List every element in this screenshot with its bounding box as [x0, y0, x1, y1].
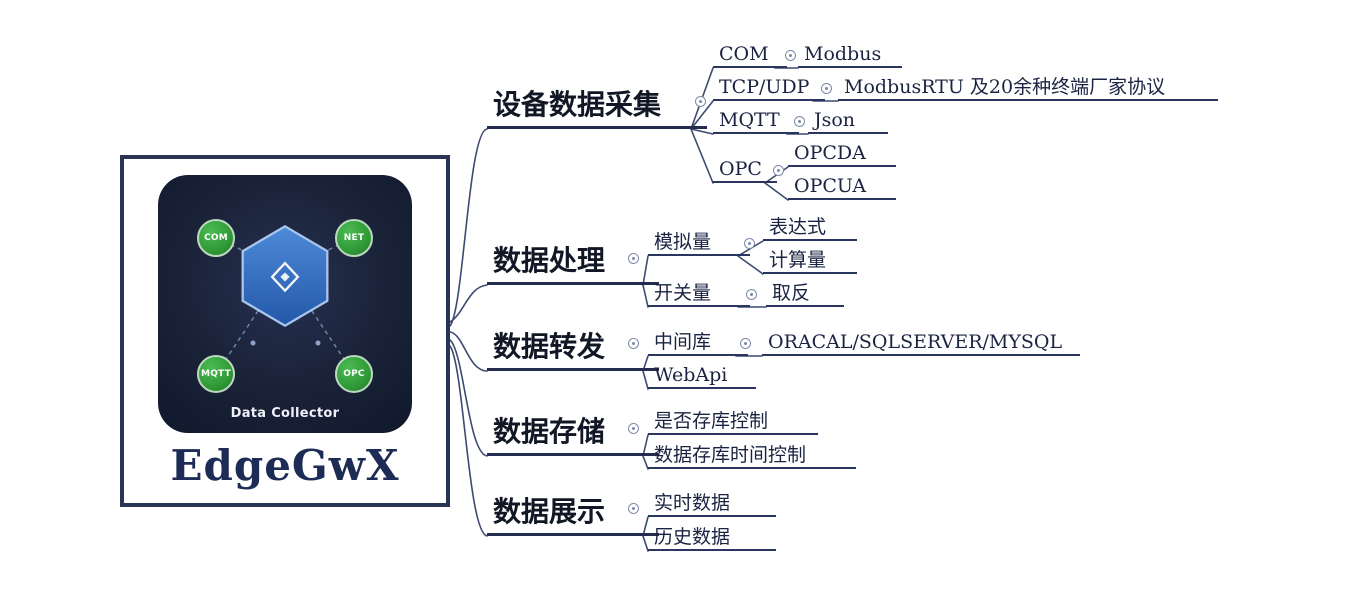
topic-tcp-udp[interactable]: TCP/UDP — [713, 76, 825, 101]
net-badge: NET — [335, 219, 373, 257]
collapse-marker-mqtt[interactable] — [794, 116, 805, 127]
topic-webapi[interactable]: WebApi — [648, 364, 756, 389]
topic-device-data-collection[interactable]: 设备数据采集 — [487, 88, 707, 129]
root-topic[interactable]: COM NET MQTT OPC Data Collector EdgeGwX — [120, 155, 450, 507]
topic-realtime-data[interactable]: 实时数据 — [648, 492, 776, 517]
topic-com[interactable]: COM — [713, 43, 787, 68]
topic-opcda[interactable]: OPCDA — [788, 142, 896, 167]
topic-data-display[interactable]: 数据展示 — [487, 495, 659, 536]
badge-label: COM — [204, 233, 228, 243]
collapse-marker-data-processing[interactable] — [628, 253, 639, 264]
topic-opcua[interactable]: OPCUA — [788, 175, 896, 200]
topic-digital[interactable]: 开关量 — [648, 282, 750, 307]
topic-invert[interactable]: 取反 — [766, 282, 844, 307]
topic-history-data[interactable]: 历史数据 — [648, 526, 776, 551]
logo-caption: Data Collector — [230, 406, 340, 421]
topic-analog[interactable]: 模拟量 — [648, 231, 750, 256]
badge-label: MQTT — [201, 369, 231, 379]
com-badge: COM — [197, 219, 235, 257]
hexagon-logo — [239, 224, 331, 328]
topic-expression[interactable]: 表达式 — [763, 216, 857, 241]
topic-calculated[interactable]: 计算量 — [763, 249, 857, 274]
collapse-marker-device-data-collection[interactable] — [695, 96, 706, 107]
topic-middle-db[interactable]: 中间库 — [648, 331, 748, 356]
topic-opc[interactable]: OPC — [713, 158, 777, 183]
topic-data-storage[interactable]: 数据存储 — [487, 415, 659, 456]
badge-label: OPC — [343, 369, 365, 379]
logo-tile: COM NET MQTT OPC Data Collector — [158, 175, 412, 433]
topic-mqtt[interactable]: MQTT — [713, 109, 799, 134]
topic-storage-control[interactable]: 是否存库控制 — [648, 410, 818, 435]
topic-json[interactable]: Json — [808, 109, 888, 134]
root-title: EdgeGwX — [170, 441, 400, 490]
topic-oracal-sqlserver-mysql[interactable]: ORACAL/SQLSERVER/MYSQL — [762, 331, 1080, 356]
collapse-marker-digital[interactable] — [746, 289, 757, 300]
collapse-marker-com[interactable] — [785, 50, 796, 61]
topic-data-forwarding[interactable]: 数据转发 — [487, 330, 659, 371]
topic-storage-time-control[interactable]: 数据存库时间控制 — [648, 444, 856, 469]
collapse-marker-data-storage[interactable] — [628, 423, 639, 434]
collapse-marker-data-display[interactable] — [628, 503, 639, 514]
topic-modbus[interactable]: Modbus — [798, 43, 902, 68]
collapse-marker-middle-db[interactable] — [740, 338, 751, 349]
opc-badge: OPC — [335, 355, 373, 393]
collapse-marker-opc[interactable] — [773, 165, 784, 176]
collapse-marker-analog[interactable] — [744, 238, 755, 249]
collapse-marker-data-forwarding[interactable] — [628, 338, 639, 349]
collapse-marker-tcp-udp[interactable] — [821, 83, 832, 94]
diamond-icon — [270, 261, 300, 293]
mqtt-badge: MQTT — [197, 355, 235, 393]
topic-data-processing[interactable]: 数据处理 — [487, 244, 659, 285]
topic-modbusrtu-protocols[interactable]: ModbusRTU 及20余种终端厂家协议 — [838, 76, 1218, 101]
badge-label: NET — [343, 233, 365, 243]
